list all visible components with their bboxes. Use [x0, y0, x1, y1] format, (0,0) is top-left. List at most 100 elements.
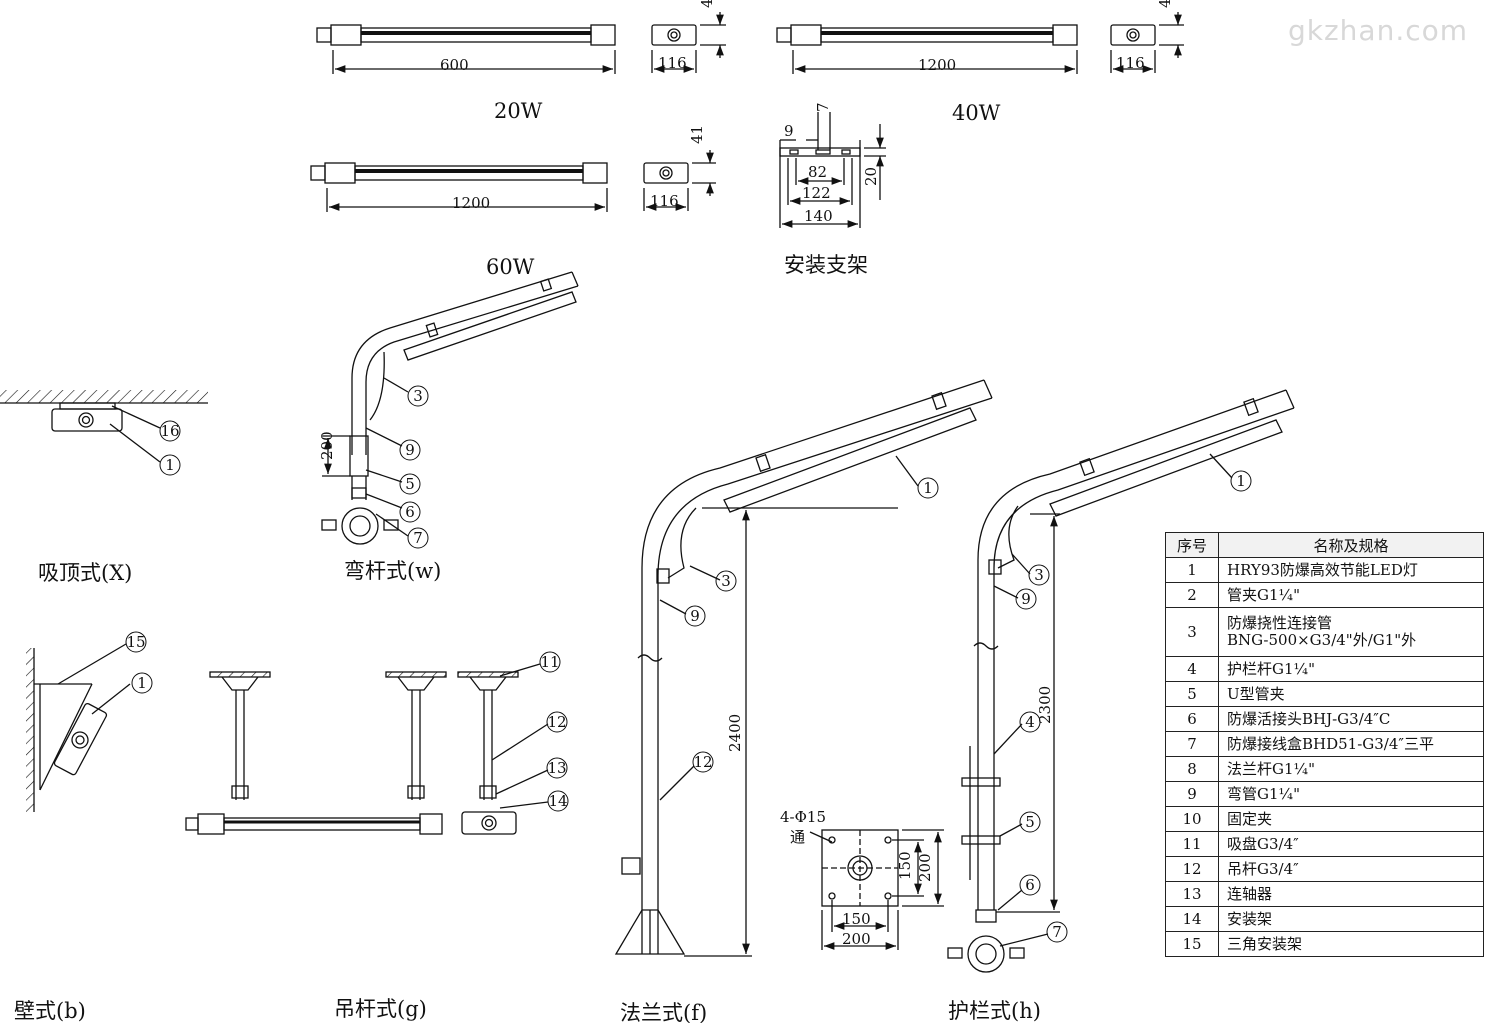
callout-label: 1: [165, 456, 175, 474]
callout-label: 1: [1236, 472, 1246, 490]
dim-1200-40w: 1200: [918, 56, 956, 74]
title-bent: 弯杆式(w): [344, 559, 441, 583]
dim-bracket-140: 140: [804, 207, 833, 225]
dim-flange-2400: 2400: [726, 714, 744, 752]
row-no: 2: [1165, 582, 1219, 608]
row-no: 6: [1165, 706, 1219, 732]
callout-markers: 16 1 3 9 5 6 7 15 1 11 12 13 14 1 3 9 12…: [125, 385, 1252, 943]
row-name: U型管夹: [1218, 681, 1484, 707]
dim-600: 600: [440, 56, 469, 74]
row-no: 1: [1165, 557, 1219, 583]
row-name: 固定夹: [1218, 806, 1484, 832]
title-pendant: 吊杆式(g): [334, 997, 427, 1021]
title-wall: 壁式(b): [14, 999, 86, 1023]
callout-label: 16: [160, 422, 179, 440]
dim-bracket-9: 9: [784, 122, 794, 140]
row-no: 11: [1165, 831, 1219, 857]
dim-plate-150-h: 150: [842, 910, 871, 928]
dim-bracket-20: 20: [862, 167, 880, 186]
dim-plate-200-h: 200: [842, 930, 871, 948]
callout-label: 4: [1025, 713, 1035, 731]
row-no: 13: [1165, 881, 1219, 907]
dim-through: 通: [790, 828, 805, 846]
lamp-40w-end-view: [1110, 12, 1184, 73]
ceiling-mount-drawing: [0, 390, 208, 463]
dim-41-20w: 41: [698, 0, 716, 8]
row-name: 安装架: [1218, 906, 1484, 932]
title-20w: 20W: [494, 99, 543, 123]
title-60w: 60W: [486, 255, 535, 279]
callout-label: 5: [1025, 813, 1035, 831]
callout-label: 9: [690, 607, 700, 625]
parts-table-header: 序号 名称及规格: [1165, 532, 1484, 558]
callout-label: 9: [1021, 590, 1031, 608]
row-no: 9: [1165, 781, 1219, 807]
row-no: 14: [1165, 906, 1219, 932]
row-name: 防爆挠性连接管: [1227, 614, 1333, 632]
header-name: 名称及规格: [1218, 532, 1484, 558]
row-no: 4: [1165, 656, 1219, 682]
lamp-40w-side-view: [776, 24, 1078, 74]
callout-label: 9: [405, 441, 415, 459]
callout: [125, 385, 1252, 943]
lamp-20w-end-view: [651, 12, 726, 73]
row-name: 管夹G1¼": [1218, 582, 1484, 608]
flange-plate-drawing: [809, 829, 944, 950]
row-name: 法兰杆G1¼": [1218, 756, 1484, 782]
callout-label: 1: [923, 479, 933, 497]
dim-116-40w: 116: [1116, 54, 1145, 72]
callout-label: 12: [693, 753, 712, 771]
title-ceiling: 吸顶式(X): [38, 561, 132, 585]
row-name: 连轴器: [1218, 881, 1484, 907]
row-no: 10: [1165, 806, 1219, 832]
dim-1200-60w: 1200: [452, 194, 490, 212]
lamp-60w-end-view: [643, 150, 716, 211]
dim-plate-150-v: 150: [896, 851, 914, 880]
callout-label: 6: [1025, 876, 1035, 894]
row-name: 防爆活接头BHJ-G3/4″C: [1218, 706, 1484, 732]
wall-mount-drawing: [26, 643, 131, 812]
dim-guard-2300: 2300: [1036, 686, 1054, 724]
row-name: 防爆接线盒BHD51-G3/4″三平: [1218, 731, 1484, 757]
row-name: HRY93防爆高效节能LED灯: [1218, 557, 1484, 583]
dim-plate-200-v: 200: [916, 853, 934, 882]
row-name: 护栏杆G1¼": [1218, 656, 1484, 682]
row-name: 弯管G1¼": [1218, 781, 1484, 807]
row-no: 3: [1165, 607, 1219, 657]
dim-116-60w: 116: [650, 192, 679, 210]
row-no: 7: [1165, 731, 1219, 757]
dim-116-20w: 116: [658, 54, 687, 72]
row-no: 15: [1165, 931, 1219, 957]
callout-label: 11: [540, 653, 559, 671]
callout-label: 1: [137, 674, 147, 692]
title-flange: 法兰式(f): [620, 1001, 707, 1023]
callout-label: 3: [413, 387, 423, 405]
lamp-60w-side-view: [310, 162, 608, 212]
callout-label: 15: [126, 633, 145, 651]
row-name: 吸盘G3/4″: [1218, 831, 1484, 857]
dim-41-40w: 41: [1156, 0, 1174, 8]
callout-label: 13: [547, 759, 566, 777]
dim-bracket-122: 122: [802, 184, 831, 202]
title-bracket: 安装支架: [784, 253, 868, 277]
dim-bent-200: 200: [318, 431, 336, 460]
pendant-mount-drawing: [185, 663, 549, 835]
header-no: 序号: [1165, 532, 1219, 558]
